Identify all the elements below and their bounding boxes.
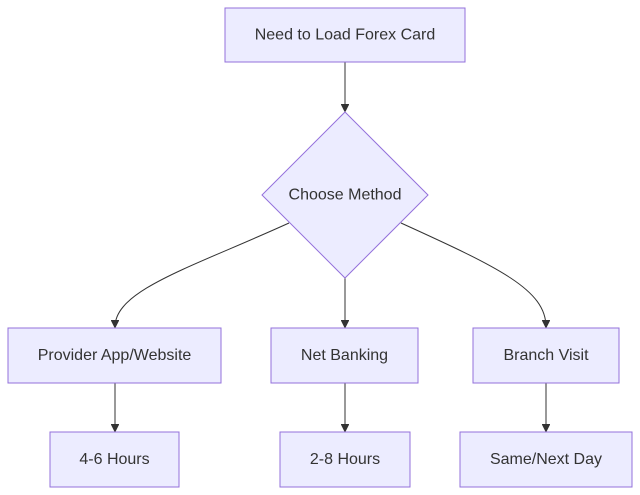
node-app-label: Provider App/Website [38, 347, 192, 364]
edges [115, 62, 546, 431]
node-netbanking-time: 2-8 Hours [279, 431, 411, 488]
node-branch: Branch Visit [472, 327, 620, 384]
node-start-label: Need to Load Forex Card [255, 27, 436, 44]
node-app: Provider App/Website [7, 327, 222, 384]
node-app-time-label: 4-6 Hours [79, 451, 149, 468]
nodes: Need to Load Forex Card Choose Method Pr… [7, 7, 633, 488]
node-choose-label: Choose Method [289, 187, 402, 204]
node-netbanking-time-label: 2-8 Hours [310, 451, 380, 468]
node-branch-time-label: Same/Next Day [490, 451, 602, 468]
node-netbanking-label: Net Banking [301, 347, 388, 364]
node-branch-label: Branch Visit [503, 347, 589, 364]
node-start: Need to Load Forex Card [224, 7, 466, 63]
node-netbanking: Net Banking [270, 327, 419, 384]
node-branch-time: Same/Next Day [459, 431, 633, 488]
node-choose-decision: Choose Method [261, 111, 429, 279]
edge-choose-to-app [115, 222, 290, 327]
node-app-time: 4-6 Hours [49, 431, 180, 488]
edge-choose-to-branch [400, 222, 546, 327]
